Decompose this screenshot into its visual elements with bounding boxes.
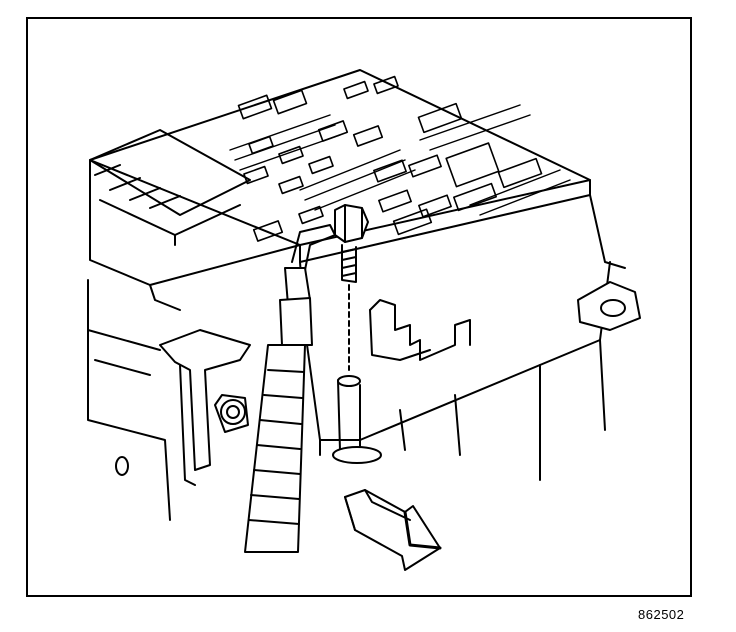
wire-harness-icon	[244, 224, 336, 553]
direction-arrow-icon	[344, 489, 442, 571]
figure-id-label: 862502	[638, 607, 685, 622]
ground-bolt-icon	[332, 204, 382, 464]
fuse-block-icon	[87, 69, 641, 521]
